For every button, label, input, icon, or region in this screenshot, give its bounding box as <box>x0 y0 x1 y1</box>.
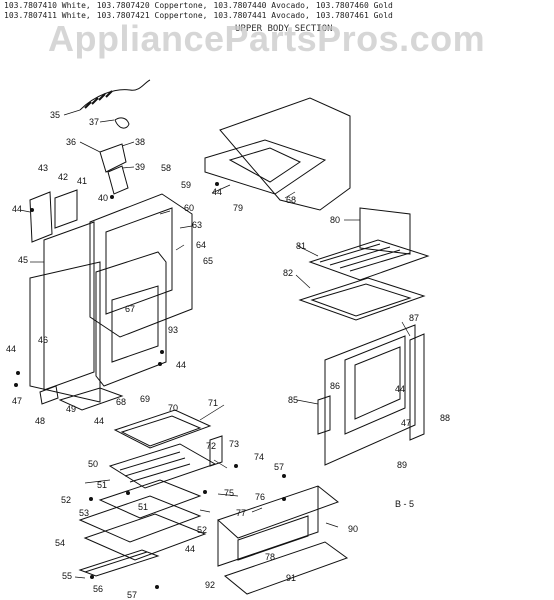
callout-47: 47 <box>12 396 23 406</box>
callout-77: 77 <box>236 508 247 518</box>
burner-assembly-part <box>108 409 223 489</box>
callout-87: 87 <box>409 313 420 323</box>
side-panel-part <box>54 189 78 229</box>
callout-86: 86 <box>330 381 341 391</box>
bottom-rail-part <box>78 549 160 577</box>
callout-82: 82 <box>283 268 294 278</box>
power-cord-icon <box>79 79 151 129</box>
callout-70: 70 <box>168 403 179 413</box>
callout-52: 52 <box>61 495 72 505</box>
callout-51: 51 <box>138 502 149 512</box>
callout-44: 44 <box>212 187 223 197</box>
callout-67: 67 <box>125 304 136 314</box>
broiler-drawer-part <box>217 485 349 595</box>
callout-44: 44 <box>395 384 406 394</box>
callout-40: 40 <box>98 193 109 203</box>
callout-57: 57 <box>127 590 138 600</box>
model-header-line-2: 103.7807411 White, 103.7807421 Coppertone… <box>4 11 399 21</box>
callout-35: 35 <box>50 110 61 120</box>
callout-72: 72 <box>206 441 217 451</box>
callout-39: 39 <box>135 162 146 172</box>
callout-92: 92 <box>205 580 216 590</box>
bracket-part <box>99 143 127 173</box>
callout-37: 37 <box>89 117 100 127</box>
rear-panel <box>89 193 193 338</box>
model-number: 103.7807441 Avocado, <box>213 11 310 20</box>
model-number: 103.7807420 Coppertone, <box>96 1 208 10</box>
callout-36: 36 <box>66 137 77 147</box>
callout-56: 56 <box>93 584 104 594</box>
callout-64: 64 <box>196 240 207 250</box>
model-number: 103.7807410 White, <box>4 1 91 10</box>
base-plate-part <box>78 479 207 561</box>
callout-44: 44 <box>12 204 23 214</box>
inner-body-panel <box>95 251 167 387</box>
callout-74: 74 <box>254 452 265 462</box>
outer-body-panel <box>29 261 101 403</box>
callout-47: 47 <box>401 418 412 428</box>
callout-81: 81 <box>296 241 307 251</box>
watermark: AppliancePartsPros.com <box>48 18 486 59</box>
callout-44: 44 <box>176 360 187 370</box>
callout-57: 57 <box>274 462 285 472</box>
callout-71: 71 <box>208 398 219 408</box>
callout-79: 79 <box>233 203 244 213</box>
callout-38: 38 <box>135 137 146 147</box>
callout-65: 65 <box>203 256 214 266</box>
callout-76: 76 <box>255 492 266 502</box>
oven-door-part <box>317 324 425 466</box>
callout-41: 41 <box>77 176 88 186</box>
model-number: 103.7807461 Gold <box>315 11 393 20</box>
callout-51: 51 <box>97 480 108 490</box>
model-number: 103.7807440 Avocado, <box>213 1 310 10</box>
callout-90: 90 <box>348 524 359 534</box>
left-side-panel <box>43 221 95 391</box>
callout-53: 53 <box>79 508 90 518</box>
side-panel-part <box>29 191 53 243</box>
callout-44: 44 <box>6 344 17 354</box>
callout-69: 69 <box>140 394 151 404</box>
oven-rack-part <box>298 207 430 321</box>
callout-63: 63 <box>192 220 203 230</box>
model-number: 103.7807411 White, <box>4 11 91 20</box>
callout-46: 46 <box>38 335 49 345</box>
top-cover-part <box>204 97 351 211</box>
model-number: 103.7807460 Gold <box>315 1 393 10</box>
callout-54: 54 <box>55 538 66 548</box>
bracket-part <box>107 165 129 195</box>
callout-55: 55 <box>62 571 73 581</box>
callout-80: 80 <box>330 215 341 225</box>
callout-60: 60 <box>184 203 195 213</box>
callout-89: 89 <box>397 460 408 470</box>
callout-59: 59 <box>181 180 192 190</box>
callout-58: 58 <box>161 163 172 173</box>
callout-75: 75 <box>224 488 235 498</box>
callout-49: 49 <box>66 404 77 414</box>
callout-73: 73 <box>229 439 240 449</box>
callout-44: 44 <box>94 416 105 426</box>
side-panel-93 <box>111 285 159 363</box>
page-code: B - 5 <box>395 499 415 509</box>
section-title: UPPER BODY SECTION <box>235 24 333 34</box>
model-number: 103.7807421 Coppertone, <box>96 11 208 20</box>
callout-42: 42 <box>58 172 69 182</box>
callout-43: 43 <box>38 163 49 173</box>
callout-68: 68 <box>116 397 127 407</box>
callout-93: 93 <box>168 325 179 335</box>
callout-45: 45 <box>18 255 29 265</box>
callout-44: 44 <box>185 544 196 554</box>
callout-78: 78 <box>265 552 276 562</box>
callout-88: 88 <box>440 413 451 423</box>
callout-52: 52 <box>197 525 208 535</box>
callout-91: 91 <box>286 573 297 583</box>
callout-48: 48 <box>35 416 46 426</box>
callout-50: 50 <box>88 459 99 469</box>
callout-68: 68 <box>286 195 297 205</box>
model-header-line-1: 103.7807410 White, 103.7807420 Coppertone… <box>4 1 399 11</box>
callout-85: 85 <box>288 395 299 405</box>
